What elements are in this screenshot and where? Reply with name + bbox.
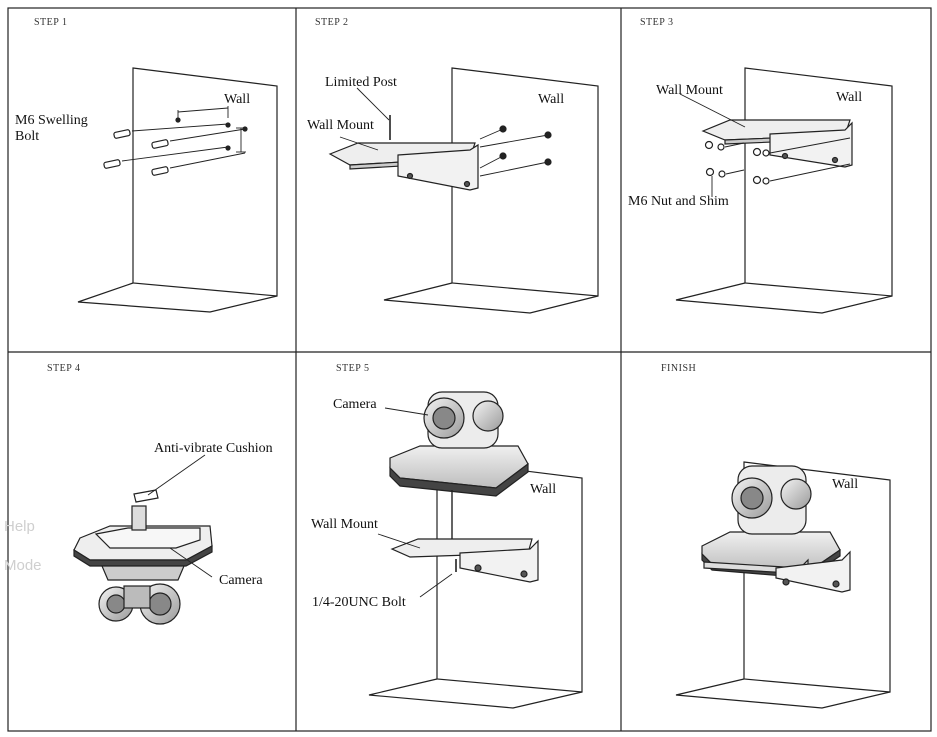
step-5-title: STEP 5 — [336, 363, 370, 374]
step2-mount — [328, 87, 552, 191]
step4-cushion-label: Anti-vibrate Cushion — [154, 441, 273, 456]
step3-nut-shim-label: M6 Nut and Shim — [628, 194, 729, 209]
step5-wall-label: Wall — [530, 482, 557, 497]
step1-bolts — [103, 106, 248, 176]
step3-wall-mount-label: Wall Mount — [656, 83, 723, 98]
finish-wall-label: Wall — [832, 477, 859, 492]
step3-mount — [679, 93, 853, 197]
overlay-help-text: Help — [4, 518, 35, 535]
step-1-title: STEP 1 — [34, 17, 68, 28]
step1-bolt-label-line1: M6 Swelling — [15, 113, 88, 128]
step-3-title: STEP 3 — [640, 17, 674, 28]
step1-wall — [77, 67, 278, 313]
step2-wall-label: Wall — [538, 92, 565, 107]
step2-limited-post-label: Limited Post — [325, 75, 397, 90]
step1-bolt-label-line2: Bolt — [15, 129, 40, 144]
step4-camera-label: Camera — [219, 573, 263, 588]
step2-wall-mount-label: Wall Mount — [307, 118, 374, 133]
finish-assembly — [701, 465, 851, 593]
step5-assembly — [377, 391, 539, 598]
step-4-title: STEP 4 — [47, 363, 81, 374]
finish-title: FINISH — [661, 363, 697, 374]
step-2-title: STEP 2 — [315, 17, 349, 28]
step5-camera-label: Camera — [333, 397, 377, 412]
step5-bolt-label: 1/4-20UNC Bolt — [312, 595, 406, 610]
step1-wall-label: Wall — [224, 92, 251, 107]
step5-wall — [368, 459, 583, 709]
overlay-mode-text: Mode — [4, 557, 42, 574]
step2-wall — [383, 67, 599, 314]
step3-wall-label: Wall — [836, 90, 863, 105]
step5-wall-mount-label: Wall Mount — [311, 517, 378, 532]
step4-camera-inverted — [73, 454, 213, 625]
panel-grid — [7, 7, 932, 732]
